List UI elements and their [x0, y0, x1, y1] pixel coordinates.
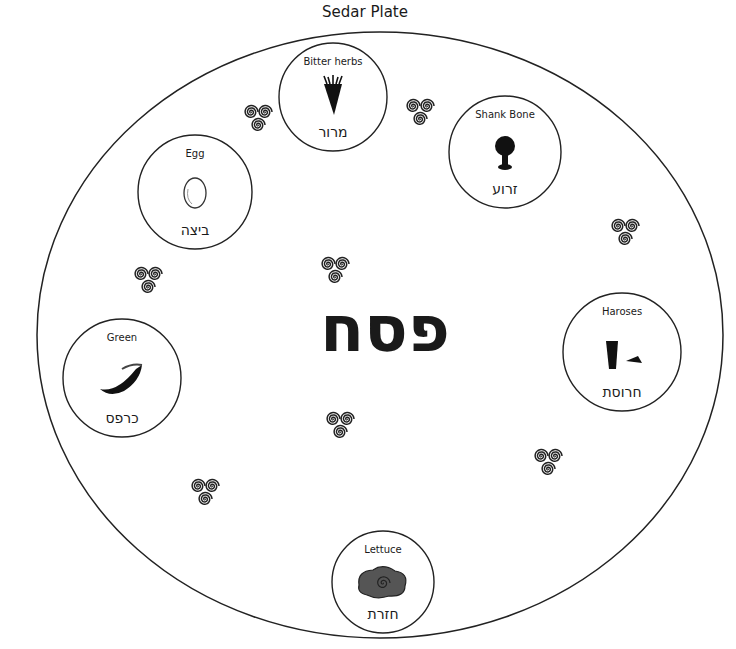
spiral-doodle: [421, 100, 434, 112]
spiral-doodle: [336, 258, 349, 270]
item-circle: [279, 43, 387, 151]
haroses-picture: [606, 341, 642, 369]
spiral-doodle: [252, 119, 265, 131]
item-name: Shank Bone: [475, 109, 535, 121]
spiral-doodle: [535, 450, 548, 462]
item-name: Haroses: [602, 306, 642, 318]
hebrew-name: מרור: [318, 124, 347, 140]
spiral-doodle: [206, 480, 219, 492]
spiral-doodle: [149, 268, 162, 280]
plate-item-circle: Haroses חרוסת: [562, 292, 682, 412]
spiral-doodle: [542, 463, 555, 475]
plate-item-circle: Lettuce חזרת: [331, 530, 435, 634]
item-circle: [332, 531, 434, 633]
spiral-doodle: [192, 480, 205, 492]
spiral-doodle: [245, 106, 258, 118]
hebrew-name: זרוע: [492, 181, 517, 197]
item-circle: [563, 293, 681, 411]
plate-item-circle: Green כרפס: [62, 318, 182, 438]
lettuce-picture: [359, 567, 406, 598]
egg-picture: [184, 178, 206, 208]
spiral-doodle: [327, 413, 340, 425]
herbs-picture: [324, 75, 342, 115]
spiral-doodle: [407, 100, 420, 112]
plate-rim: [37, 32, 723, 638]
spiral-doodle: [199, 493, 212, 505]
spiral-doodle: [142, 281, 155, 293]
hebrew-name: חרוסת: [602, 384, 641, 400]
item-name: Lettuce: [364, 544, 401, 556]
hebrew-name: ביצה: [181, 222, 210, 238]
hebrew-name: חזרת: [367, 606, 398, 622]
hebrew-name: כרפס: [105, 410, 138, 426]
spiral-doodle: [135, 268, 148, 280]
spiral-doodle: [259, 106, 272, 118]
item-circle: [138, 135, 252, 249]
spiral-doodle: [341, 413, 354, 425]
spiral-doodle: [334, 426, 347, 438]
spiral-doodle: [549, 450, 562, 462]
spiral-doodle: [626, 220, 639, 232]
passover-word: פסח: [320, 293, 450, 367]
item-circle: [63, 319, 181, 437]
plate-item-circle: Bitter herbs מרור: [278, 42, 388, 152]
item-name: Green: [107, 332, 137, 344]
green-picture: [100, 365, 142, 395]
item-name: Bitter herbs: [303, 56, 362, 68]
spiral-doodle: [322, 258, 335, 270]
item-name: Egg: [185, 148, 204, 160]
spiral-doodle: [612, 220, 625, 232]
bone-picture: [495, 136, 515, 170]
plate-item-circle: Shank Bone זרוע: [448, 95, 562, 209]
item-circle: [449, 96, 561, 208]
plate-item-circle: Egg ביצה: [137, 134, 253, 250]
spiral-doodle: [619, 233, 632, 245]
plate-title: Sedar Plate: [280, 4, 450, 21]
spiral-doodle: [414, 113, 427, 125]
spiral-doodle: [329, 271, 342, 283]
seder-plate: פסח Bitter herbs מרור Egg ביצה Shank Bone זרוע…: [35, 30, 725, 640]
